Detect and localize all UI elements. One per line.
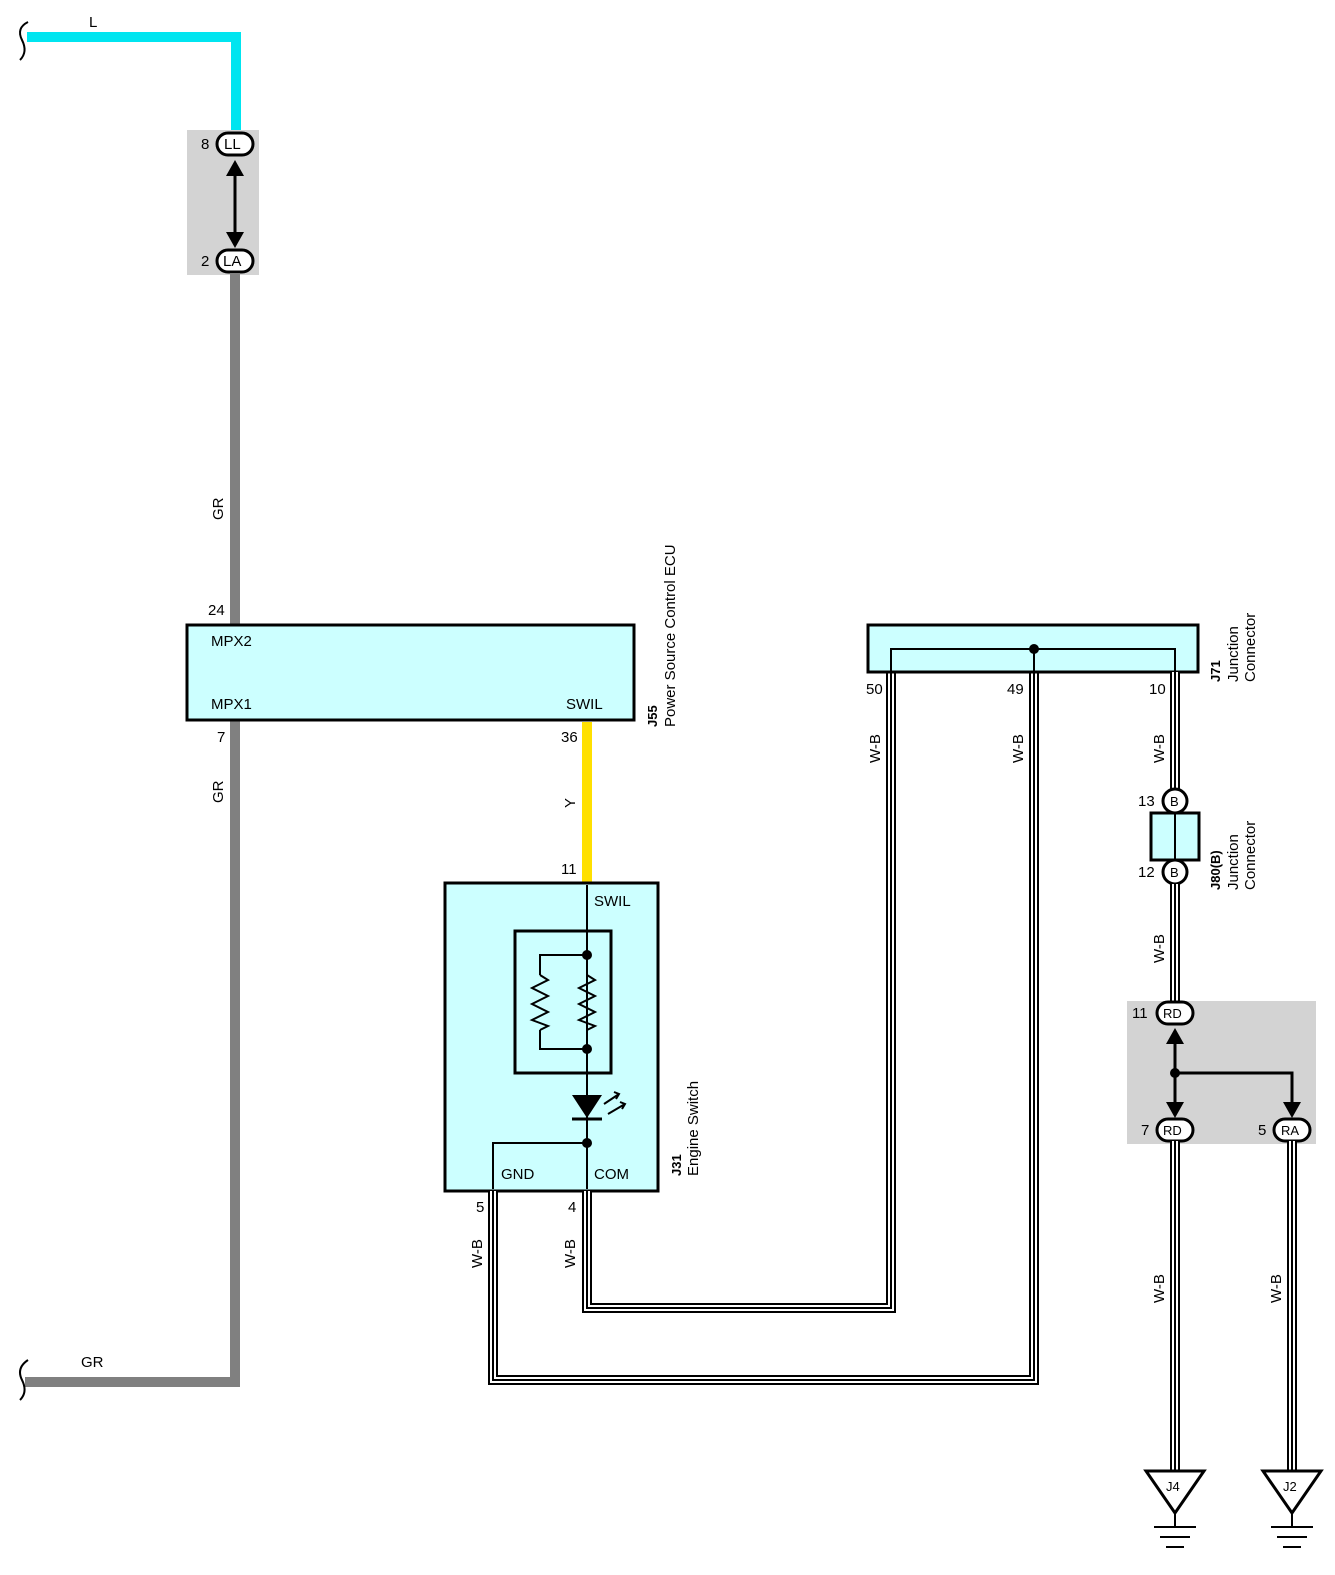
connector-LA: [215, 248, 255, 274]
connector-LA-code: LA: [223, 253, 241, 270]
resistor-icon: [576, 974, 598, 1031]
engine-switch-label-swil: SWIL: [594, 893, 631, 910]
junction-dot: [1029, 644, 1039, 654]
ecu-pin-swil: 36: [561, 729, 578, 746]
j71-pin-50: 50: [866, 681, 883, 698]
ground-J2-triangle: [1260, 1469, 1324, 1516]
wire-label-WB-50: W-B: [867, 734, 884, 763]
wire-label-Y: Y: [562, 798, 579, 808]
j71-name-line1: Junction: [1225, 626, 1242, 682]
ground-J4-label: J4: [1166, 1479, 1180, 1494]
connector-LL-pin: 8: [201, 136, 209, 153]
wire-WB-gnd: [488, 672, 1039, 1385]
arrow-down-LA: [226, 232, 244, 248]
wire-WB-com: [582, 672, 896, 1313]
j80-pin-top: 13: [1138, 793, 1155, 810]
break-mark-top: [19, 21, 29, 61]
light-emission-icon: [603, 1091, 627, 1115]
j80-pin-bottom: 12: [1138, 864, 1155, 881]
j71-code: J71: [1208, 660, 1223, 682]
wire-label-WB-j2: W-B: [1268, 1274, 1285, 1303]
engine-switch-label-com: COM: [594, 1166, 629, 1183]
ground-icon: [1271, 1513, 1313, 1548]
resistor-icon: [529, 974, 551, 1031]
ground-J4-triangle: [1143, 1469, 1207, 1516]
engine-switch-name: Engine Switch: [685, 1081, 702, 1176]
ecu-pin-mpx1: 7: [217, 729, 225, 746]
wire-label-GR-bottom: GR: [81, 1354, 104, 1371]
j80-code-top: B: [1170, 794, 1179, 809]
wire-GR-lower: [25, 720, 240, 1387]
illumination-lamp-box: [513, 929, 613, 1075]
ecu-label-mpx1: MPX1: [211, 696, 252, 713]
connector-bottom-branch: [1175, 1071, 1294, 1110]
connector-RD-bottom-code: RD: [1163, 1123, 1182, 1138]
ground-icon: [1154, 1513, 1196, 1548]
led-icon: [572, 1095, 602, 1118]
connector-RD-top-pin: 11: [1132, 1005, 1148, 1022]
engine-switch-pin-com: 4: [568, 1199, 576, 1216]
engine-switch-label-gnd: GND: [501, 1166, 535, 1183]
arrow-down-RD: [1166, 1102, 1184, 1118]
engine-switch-pin-swil: 11: [561, 861, 577, 878]
j80-name-line1: Junction: [1225, 834, 1242, 890]
connector-RA-pin: 5: [1258, 1122, 1266, 1139]
arrow-down-RA: [1283, 1102, 1301, 1118]
engine-switch-box: [443, 881, 660, 1193]
j71-name-line2: Connector: [1242, 613, 1259, 682]
wire-label-WB-j4: W-B: [1151, 1274, 1168, 1303]
break-mark-bottom: [19, 1359, 29, 1401]
wire-label-WB-com: W-B: [562, 1239, 579, 1268]
engine-switch-pin-gnd: 5: [476, 1199, 484, 1216]
ecu-code: J55: [645, 705, 660, 727]
j71-pin-10: 10: [1149, 681, 1166, 698]
ecu-name: Power Source Control ECU: [662, 544, 679, 727]
resistor-left-leads: [539, 954, 587, 1050]
connector-RA-code: RA: [1281, 1123, 1299, 1138]
connector-RD-top: [1155, 1000, 1195, 1026]
connector-LL-code: LL: [224, 136, 241, 153]
connector-RD-bottom-pin: 7: [1141, 1122, 1149, 1139]
connector-LL: [215, 131, 255, 157]
j80-code: J80(B): [1208, 850, 1223, 890]
engine-switch-code: J31: [669, 1154, 684, 1176]
wire-L: [27, 32, 241, 130]
arrow-up-LL: [226, 160, 244, 176]
wire-label-WB-j80: W-B: [1151, 934, 1168, 963]
ground-J2-label: J2: [1283, 1479, 1297, 1494]
wire-label-GR-lower: GR: [210, 780, 227, 803]
wire-label-WB-10: W-B: [1151, 734, 1168, 763]
wire-label-WB-gnd: W-B: [469, 1239, 486, 1268]
wire-label-GR-upper: GR: [210, 497, 227, 520]
wire-label-L: L: [89, 14, 97, 31]
ecu-label-mpx2: MPX2: [211, 633, 252, 650]
j80-code-bottom: B: [1170, 865, 1179, 880]
ecu-pin-mpx2: 24: [208, 602, 225, 619]
j80-name-line2: Connector: [1242, 821, 1259, 890]
connector-RD-top-code: RD: [1163, 1006, 1182, 1021]
ecu-box: [185, 623, 636, 722]
wire-label-WB-49: W-B: [1010, 734, 1027, 763]
arrow-up-RD: [1166, 1028, 1184, 1044]
gnd-internal-wire: [492, 1142, 587, 1189]
ecu-label-swil: SWIL: [566, 696, 603, 713]
j71-pin-49: 49: [1007, 681, 1024, 698]
connector-LA-pin: 2: [201, 253, 209, 270]
